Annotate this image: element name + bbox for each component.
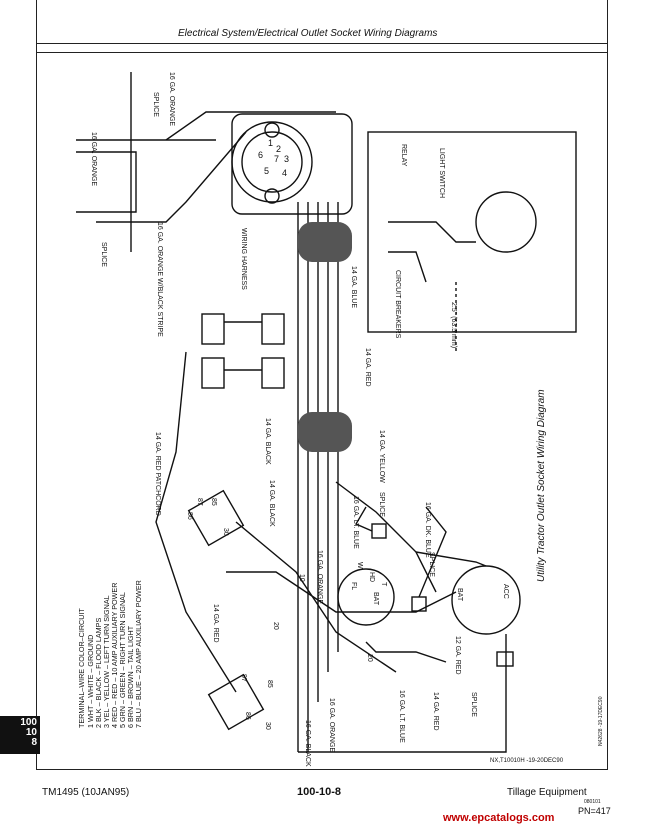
footer-code: 080101 xyxy=(584,799,601,805)
label-16ga-orange: 16 GA. ORANGE xyxy=(316,550,323,604)
watermark-link[interactable]: www.epcatalogs.com xyxy=(443,812,555,824)
legend-line-1: 1 WHT – WHITE – GROUND xyxy=(86,635,95,728)
relay-upper xyxy=(187,489,245,547)
label-bat: BAT xyxy=(456,588,463,602)
wire-color-legend: TERMINAL–WIRE COLOR–CIRCUIT 1 WHT – WHIT… xyxy=(77,580,143,728)
label-14ga-black: 14 GA. BLACK xyxy=(264,418,271,465)
label-16ga-orange-bottom: 16 GA. ORANGE xyxy=(328,698,335,752)
footer-pn: PN=417 xyxy=(578,806,611,816)
label-switch-bat: BAT xyxy=(372,592,379,606)
legend-line-6: 6 BRN – BROWN – TAIL LIGHT xyxy=(126,625,135,728)
label-16ga-lt-blue-bottom: 16 GA. LT. BLUE xyxy=(398,690,405,743)
label-splice-bottom: SPLICE xyxy=(470,692,477,717)
footer-section: Tillage Equipment xyxy=(507,787,587,798)
pin-5-label: 5 xyxy=(264,166,269,176)
label-term-30-top: 30 xyxy=(222,528,229,536)
label-term-87-bot: 87 xyxy=(240,674,247,682)
label-14ga-black-lower: 14 GA. BLACK xyxy=(268,480,275,527)
label-term-30-bot: 30 xyxy=(264,722,271,730)
legend-line-5: 5 GRN – GREEN – RIGHT TURN SIGNAL xyxy=(118,592,127,728)
section-tab-line2: 10 xyxy=(25,727,37,738)
socket-face xyxy=(231,121,313,203)
relay-lower xyxy=(207,673,265,731)
pin-1-label: 1 xyxy=(268,138,273,148)
legend-line-7: 7 BLU – BLUE – 20 AMP AUXILIARY POWER xyxy=(134,580,143,728)
label-term-87-top: 87 xyxy=(196,498,203,506)
label-red-patchcord: 14 GA. RED PATCHCORD xyxy=(154,432,161,516)
label-14ga-red-bottom: 14 GA. RED xyxy=(432,692,439,731)
splice-mid xyxy=(371,523,387,539)
label-switch-hd: HD xyxy=(368,572,375,582)
figure-id: NX,T10010H -19-20DEC90 xyxy=(490,758,564,764)
section-tab-line1: 100 xyxy=(20,717,37,728)
label-14ga-blue: 14 GA. BLUE xyxy=(350,266,357,308)
diagram-caption: Utility Tractor Outlet Socket Wiring Dia… xyxy=(536,389,547,582)
section-tab: 100 10 8 xyxy=(0,716,40,754)
label-term-20-a: 20 xyxy=(272,622,279,630)
label-switch-fl: FL xyxy=(350,582,357,590)
label-orange-top-right: 16 GA. ORANGE xyxy=(168,72,175,126)
label-14ga-red: 14 GA. RED xyxy=(364,348,371,387)
label-circuit-breakers: CIRCUIT BREAKERS xyxy=(394,270,401,339)
terminal-block-1 xyxy=(201,313,225,345)
wiring-diagram: 6 1 2 7 3 5 4 16 GA. ORANGE SPLICE 16 GA… xyxy=(76,72,604,767)
label-16ga-lt-blue: 16 GA. LT. BLUE xyxy=(352,496,359,549)
diagram-side-ref: N42628 -19-17DEC90 xyxy=(598,696,604,746)
harness-band-upper xyxy=(298,222,352,262)
label-16ga-black: 16 GA. BLACK xyxy=(304,720,311,767)
wire-orange-black xyxy=(96,131,247,223)
footer-page: 100-10-8 xyxy=(297,786,342,798)
label-16ga-dk-blue: 16 GA. DK. BLUE xyxy=(424,502,431,558)
label-wiring-harness: WIRING HARNESS xyxy=(240,228,247,290)
label-splice-top: SPLICE xyxy=(152,92,159,117)
label-switch-w: W xyxy=(356,562,363,569)
footer-manual: TM1495 (10JAN95) xyxy=(42,787,130,798)
label-12ga-red: 12 GA. RED xyxy=(454,636,461,675)
harness-band-lower xyxy=(298,412,352,452)
label-dimension: 2.5" (63.5 mm) xyxy=(450,302,457,348)
pin-7-label: 7 xyxy=(274,154,279,164)
section-tab-line3: 8 xyxy=(31,737,37,748)
label-term-85-bot: 85 xyxy=(266,680,273,688)
pin-6-label: 6 xyxy=(258,150,263,160)
label-light-switch: LIGHT SWITCH xyxy=(438,148,445,198)
page-header-title: Electrical System/Electrical Outlet Sock… xyxy=(178,28,438,39)
pin-4-label: 4 xyxy=(282,168,287,178)
splice-right xyxy=(411,596,427,612)
key-switch xyxy=(337,568,395,626)
legend-line-2: 2 BLK – BLACK – FLOOD LAMPS xyxy=(94,618,103,728)
header-rule-bottom xyxy=(36,43,608,44)
legend-line-0: TERMINAL–WIRE COLOR–CIRCUIT xyxy=(77,608,86,728)
label-14ga-red-left: 14 GA. RED xyxy=(212,604,219,643)
light-switch-circle xyxy=(475,191,537,253)
diagram-frame xyxy=(36,52,608,770)
label-acc: ACC xyxy=(502,584,509,599)
label-term-85-top: 85 xyxy=(210,498,217,506)
pin-2-label: 2 xyxy=(276,144,281,154)
relay-inset-box xyxy=(367,131,577,333)
label-term-10: 10 xyxy=(298,574,305,582)
wire-left-loop xyxy=(76,151,137,213)
label-term-86-bot: 86 xyxy=(244,712,251,720)
legend-line-3: 3 YEL – YELLOW – LEFT TURN SIGNAL xyxy=(102,595,111,728)
pin-3-label: 3 xyxy=(284,154,289,164)
label-switch-t: T xyxy=(380,582,387,587)
label-14ga-yellow: 14 GA. YELLOW xyxy=(378,430,385,483)
header-rule-right xyxy=(607,0,608,52)
label-splice-mid: SPLICE xyxy=(378,492,385,517)
label-splice-right: SPLICE xyxy=(428,552,435,577)
legend-line-4: 4 RED – RED – 10 AMP AUXILIARY POWER xyxy=(110,583,119,728)
label-splice-left: SPLICE xyxy=(100,242,107,267)
header-rule-left xyxy=(36,0,37,52)
label-term-86-top: 86 xyxy=(186,512,193,520)
label-orange-top-left: 16 GA. ORANGE xyxy=(90,132,97,186)
label-orange-black-stripe: 16 GA. ORANGE W/BLACK STRIPE xyxy=(156,222,163,337)
wire-orange-top xyxy=(165,111,336,141)
label-term-20-b: 20 xyxy=(366,654,373,662)
label-relay: RELAY xyxy=(400,144,407,167)
splice-bottom xyxy=(496,651,514,667)
